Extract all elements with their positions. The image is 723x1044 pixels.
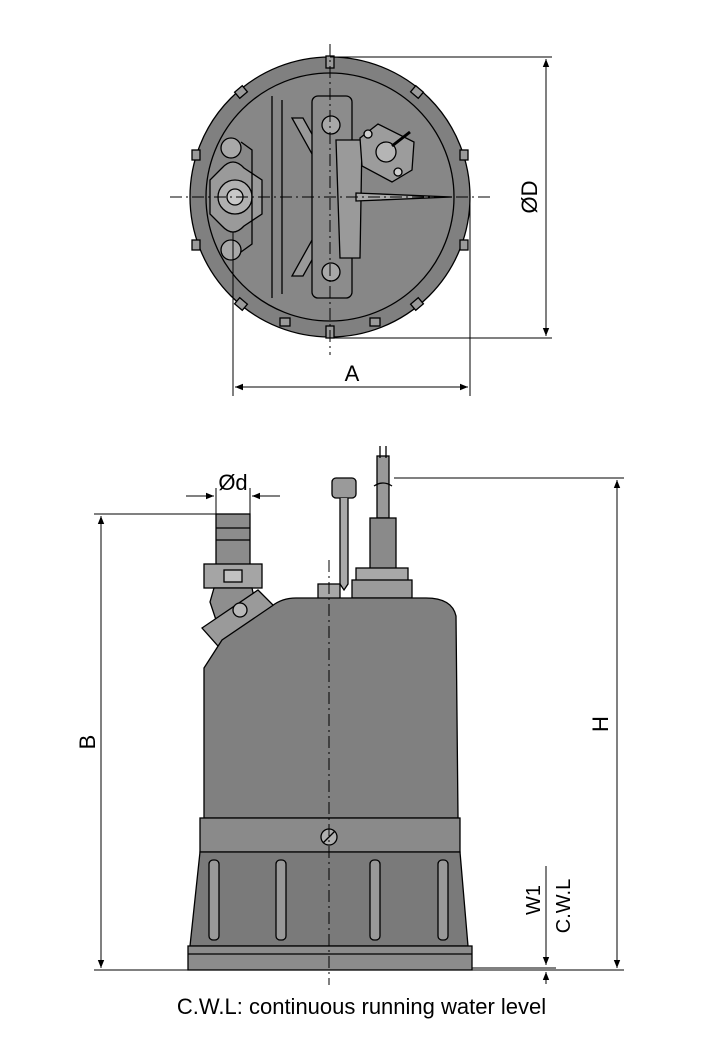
label-h: H [588,716,613,732]
top-float-upper-icon [220,137,242,159]
float-switch [331,477,357,499]
outlet-nut-window [223,569,243,583]
top-handle-bar [335,139,363,259]
float-rod [339,498,349,592]
base-ribs [208,859,449,941]
label-od: ØD [517,181,542,214]
motor-housing [203,597,459,819]
label-a: A [345,361,360,386]
dimension-od [330,56,552,339]
cable-gland [369,517,397,571]
dimension-w1 [472,866,556,984]
top-float-lower-icon [220,239,242,261]
cable-break-icon [373,482,393,487]
cable-gland-base [351,579,413,599]
cable-gland-screw-icon [363,129,373,139]
cable-gland-ring-icon [375,141,397,163]
top-centerlines [170,44,490,355]
label-b: B [75,735,100,750]
cable [376,455,390,519]
label-outlet-d: Ød [218,470,247,495]
base-plate [187,945,473,971]
cable-gland-screw-icon [393,167,403,177]
label-w1: W1 [523,885,545,915]
pump-side-view [187,446,473,971]
label-cwl: C.W.L [553,879,575,933]
outlet-flange-bolt-icon [232,602,248,618]
dimension-a [232,197,471,396]
dimension-h [394,477,624,971]
top-bolt-upper-icon [321,115,341,135]
cable-end-icon [391,130,411,148]
dimension-outlet-d [186,488,280,514]
caption: C.W.L: continuous running water level [176,994,547,1019]
top-bolt-lower-icon [321,262,341,282]
dimension-b [94,513,218,971]
